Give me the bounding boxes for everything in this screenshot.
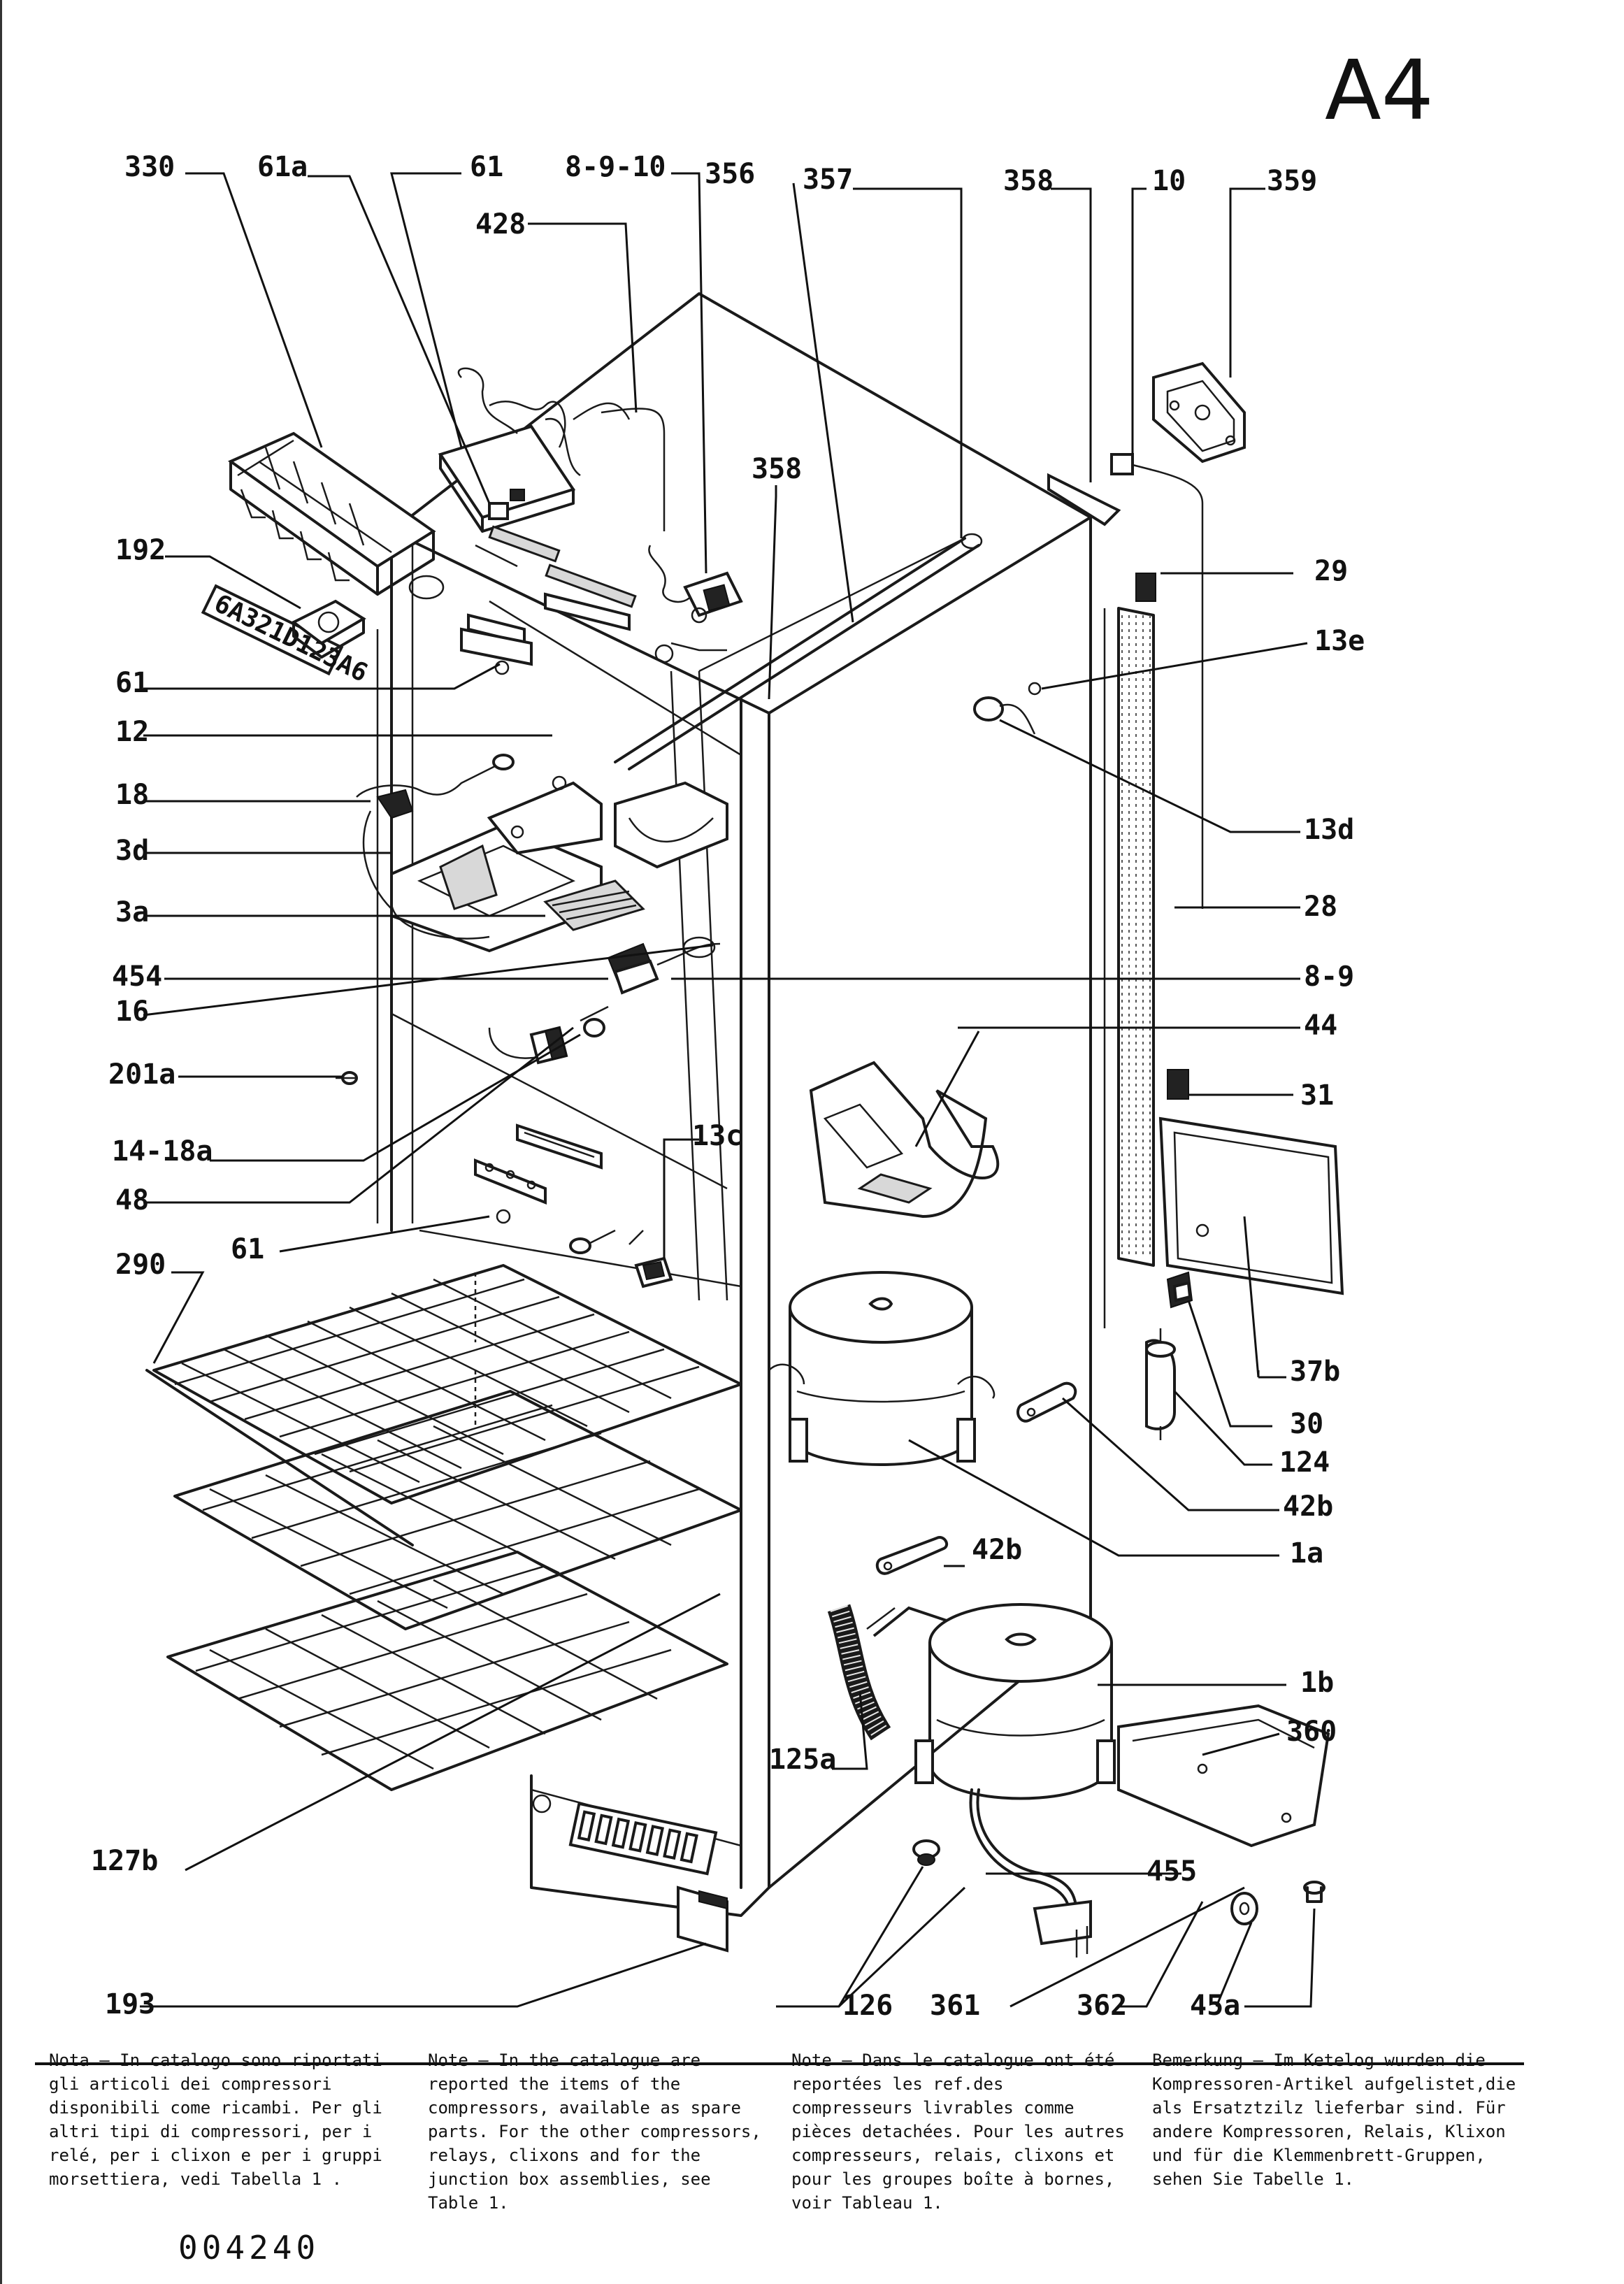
rail-61-lower <box>474 1158 547 1205</box>
hinge-13d <box>973 682 1042 735</box>
note-english: Note – In the catalogue are reported the… <box>428 2050 761 2213</box>
label-455: 455 <box>1147 1855 1197 1888</box>
label-127b: 127b <box>91 1845 158 1877</box>
note-german: Bemerkung – Im Ketelog wurden die Kompre… <box>1152 2050 1516 2189</box>
label-3d: 3d <box>115 835 149 867</box>
power-cord-455 <box>969 1788 1092 1958</box>
clip-30 <box>1166 1271 1193 1309</box>
label-45a: 45a <box>1190 1990 1240 2022</box>
page-title: A4 <box>1325 42 1434 138</box>
label-362: 362 <box>1077 1990 1127 2022</box>
label-360: 360 <box>1286 1716 1337 1748</box>
page-edge-line <box>0 0 2 2284</box>
label-29: 29 <box>1314 555 1348 587</box>
notes-divider <box>35 2062 1524 2065</box>
base-plate-360 <box>1117 1704 1330 1848</box>
compressor-1b <box>872 1603 1116 1800</box>
leader-lines <box>140 172 1316 2008</box>
label-201a: 201a <box>108 1058 175 1091</box>
label-37b: 37b <box>1290 1356 1340 1388</box>
label-454: 454 <box>112 961 162 993</box>
grommet-126 <box>912 1839 940 1866</box>
clip-42b-center <box>875 1536 949 1575</box>
label-358-top: 358 <box>1003 165 1054 197</box>
label-192: 192 <box>115 534 166 566</box>
label-357: 357 <box>803 164 853 196</box>
label-124: 124 <box>1279 1446 1330 1479</box>
label-48: 48 <box>115 1184 149 1216</box>
label-13e: 13e <box>1314 625 1365 657</box>
label-1b: 1b <box>1300 1667 1334 1699</box>
label-61a: 61a <box>257 151 308 183</box>
bulb-cover-right <box>614 781 728 869</box>
vent-slot <box>516 1123 603 1170</box>
label-16: 16 <box>115 996 149 1028</box>
label-28: 28 <box>1304 891 1337 923</box>
door-seal-28 <box>1103 573 1156 1328</box>
label-44: 44 <box>1304 1010 1337 1042</box>
bracket-193 <box>677 1886 728 1953</box>
label-3a: 3a <box>115 896 149 928</box>
label-193: 193 <box>105 1988 155 2020</box>
label-330: 330 <box>124 151 175 183</box>
lamp-14-18a <box>488 1005 609 1065</box>
washer-362 <box>1230 1892 1258 1925</box>
label-126: 126 <box>842 1990 893 2022</box>
label-125a: 125a <box>769 1744 836 1776</box>
label-10: 10 <box>1152 165 1186 197</box>
clip-42b-right <box>1016 1381 1077 1423</box>
screws-12 <box>494 660 567 1224</box>
label-61-low: 61 <box>231 1233 264 1265</box>
label-18: 18 <box>115 779 149 811</box>
label-358-mid: 358 <box>752 453 802 485</box>
compressor-1a <box>768 1271 996 1466</box>
thermostat-knob-192 <box>291 575 445 659</box>
label-12: 12 <box>115 716 149 748</box>
panel-37b <box>1158 1116 1344 1295</box>
callout-labels: 330 61a 61 8-9-10 356 357 358 10 359 428… <box>91 151 1365 2022</box>
label-61-left: 61 <box>115 667 149 699</box>
strip-358 <box>1047 473 1121 526</box>
cabinet-outline <box>376 292 1092 1917</box>
lamp-socket-18 <box>356 754 515 910</box>
junction-block-61 <box>438 367 581 568</box>
label-1a: 1a <box>1290 1537 1323 1570</box>
label-359: 359 <box>1267 165 1317 197</box>
label-428: 428 <box>475 208 526 240</box>
note-french: Note – Dans le catalogue ont été reporté… <box>791 2050 1125 2213</box>
evaporator-290 <box>145 1264 742 1791</box>
label-8-9-10: 8-9-10 <box>565 151 666 183</box>
rail-parts <box>460 525 637 666</box>
hose-125a <box>827 1604 896 1741</box>
label-13d: 13d <box>1304 814 1354 846</box>
label-61-top: 61 <box>470 151 503 183</box>
label-13c: 13c <box>692 1120 742 1152</box>
screw-201a <box>336 1071 358 1085</box>
ice-tray-330 <box>227 431 436 596</box>
document-code: 004240 <box>178 2229 320 2267</box>
filter-drier-124 <box>1145 1328 1176 1440</box>
block-13c <box>569 1229 673 1288</box>
light-box-359 <box>1152 361 1246 464</box>
label-42b-right: 42b <box>1283 1491 1333 1523</box>
clip-31 <box>1167 1069 1189 1100</box>
base-grille <box>532 1794 718 1876</box>
label-8-9: 8-9 <box>1304 961 1354 993</box>
note-italian: Nota – In catalogo sono riportati gli ar… <box>49 2050 382 2189</box>
light-switch-10 <box>1110 453 1204 909</box>
bolt-45a <box>1303 1881 1325 1903</box>
label-14-18a: 14-18a <box>112 1135 213 1168</box>
diffuser-3d <box>543 879 645 931</box>
label-290: 290 <box>115 1249 166 1281</box>
thermostat-8-9-10 <box>573 402 743 663</box>
label-361: 361 <box>930 1990 980 2022</box>
label-42b-center: 42b <box>972 1534 1022 1566</box>
label-31: 31 <box>1300 1079 1334 1112</box>
label-356: 356 <box>705 158 755 190</box>
bracket-44 <box>809 1061 999 1219</box>
capillary-tube-357 <box>614 533 983 770</box>
label-30: 30 <box>1290 1408 1323 1440</box>
